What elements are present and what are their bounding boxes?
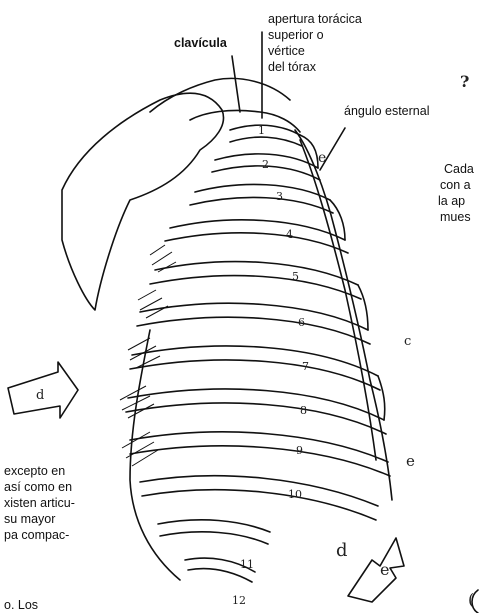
- rib-number-2: 2: [262, 158, 269, 171]
- vertebral-hatching: [120, 245, 176, 466]
- left-text-line2: así como en: [4, 480, 72, 494]
- rib-6: [137, 303, 370, 344]
- mark-e-lower: e: [406, 452, 415, 470]
- rib-number-10: 10: [288, 488, 302, 501]
- label-clavicula: clavícula: [174, 36, 227, 50]
- rib-4: [165, 220, 348, 253]
- rib-1: [230, 125, 302, 146]
- arrow-letter-e: e: [380, 560, 389, 579]
- right-text-line2: con a: [440, 178, 471, 192]
- rib-3: [190, 184, 333, 213]
- rib-number-1: 1: [258, 124, 265, 137]
- rib-number-3: 3: [276, 190, 283, 203]
- label-angulo-esternal: ángulo esternal: [344, 104, 429, 118]
- rib-9: [130, 432, 390, 476]
- sternum: [295, 130, 392, 500]
- left-text-line4: su mayor: [4, 512, 55, 526]
- right-text-line1: Cada: [444, 162, 474, 176]
- leader-clavicula: [232, 56, 240, 112]
- rib-number-7: 7: [302, 360, 309, 373]
- rib-number-11: 11: [240, 558, 254, 571]
- rib-7: [130, 346, 380, 390]
- rib-number-6: 6: [298, 316, 305, 329]
- left-text-line3: xisten articu-: [4, 496, 75, 510]
- rib-11: [158, 520, 270, 544]
- left-text-line6: o. Los: [4, 598, 38, 612]
- mark-e-upper: e: [318, 150, 326, 166]
- label-apertura-line3: vértice: [268, 44, 305, 58]
- rib-number-4: 4: [286, 228, 293, 241]
- left-text-line1: excepto en: [4, 464, 65, 478]
- rib-number-8: 8: [300, 404, 307, 417]
- bottom-right-glyph: (: [468, 590, 474, 609]
- rib-number-9: 9: [296, 444, 303, 457]
- rib-10: [140, 476, 378, 520]
- right-text-line3: la ap: [438, 194, 465, 208]
- rib-5: [150, 262, 361, 299]
- label-apertura-line2: superior o: [268, 28, 324, 42]
- left-text-line5: pa compac-: [4, 528, 69, 542]
- label-apertura-line1: apertura torácica: [268, 12, 362, 26]
- rib-number-12: 12: [232, 594, 246, 607]
- label-apertura-line4: del tórax: [268, 60, 316, 74]
- rib-8: [126, 389, 386, 434]
- rib-number-5: 5: [292, 270, 299, 283]
- right-text-line4: mues: [440, 210, 471, 224]
- top-right-glyph: ?: [460, 72, 469, 91]
- mark-c: c: [404, 334, 411, 349]
- mark-d: d: [336, 540, 348, 561]
- right-arrow: [348, 538, 404, 602]
- arrow-letter-d: d: [36, 388, 44, 403]
